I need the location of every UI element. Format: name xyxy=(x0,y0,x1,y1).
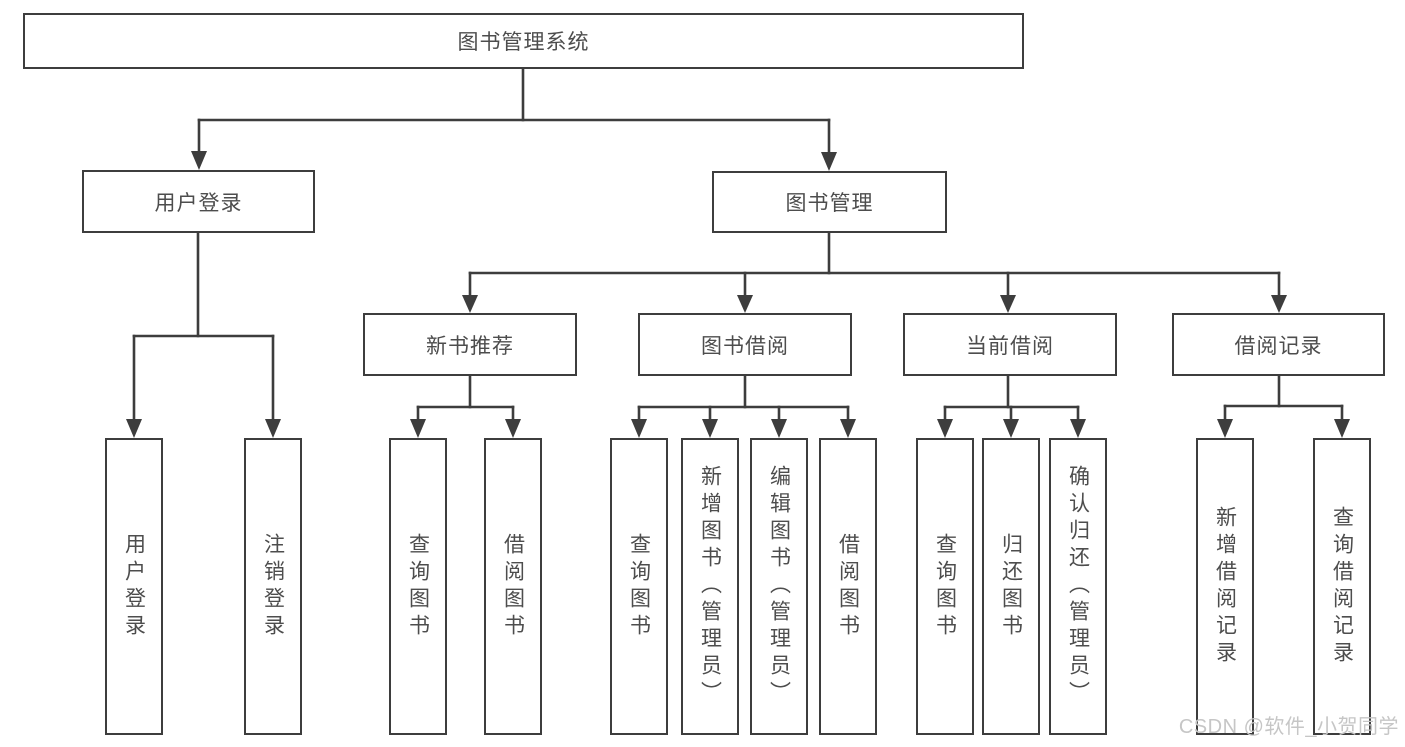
leaf-current-return: 归还图书 xyxy=(982,438,1040,735)
leaf-borrow-query: 查询图书 xyxy=(610,438,668,735)
node-current-borrow: 当前借阅 xyxy=(903,313,1117,376)
leaf-records-add: 新增借阅记录 xyxy=(1196,438,1254,735)
leaf-user-login: 用户登录 xyxy=(105,438,163,735)
leaf-borrow-edit-admin: 编辑图书（管理员） xyxy=(750,438,808,735)
csdn-watermark: CSDN @软件_小贺同学 xyxy=(1178,716,1399,738)
leaf-newbooks-query: 查询图书 xyxy=(389,438,447,735)
leaf-logout: 注销登录 xyxy=(244,438,302,735)
leaf-borrow-add-admin: 新增图书（管理员） xyxy=(681,438,739,735)
leaf-current-confirm-admin: 确认归还（管理员） xyxy=(1049,438,1107,735)
node-borrow-records: 借阅记录 xyxy=(1172,313,1385,376)
node-user-login: 用户登录 xyxy=(82,170,315,233)
leaf-records-query: 查询借阅记录 xyxy=(1313,438,1371,735)
node-new-book-recommend: 新书推荐 xyxy=(363,313,577,376)
node-book-borrow: 图书借阅 xyxy=(638,313,852,376)
node-book-management: 图书管理 xyxy=(712,171,947,233)
leaf-newbooks-borrow: 借阅图书 xyxy=(484,438,542,735)
leaf-borrow-borrow: 借阅图书 xyxy=(819,438,877,735)
leaf-current-query: 查询图书 xyxy=(916,438,974,735)
node-root: 图书管理系统 xyxy=(23,13,1024,69)
